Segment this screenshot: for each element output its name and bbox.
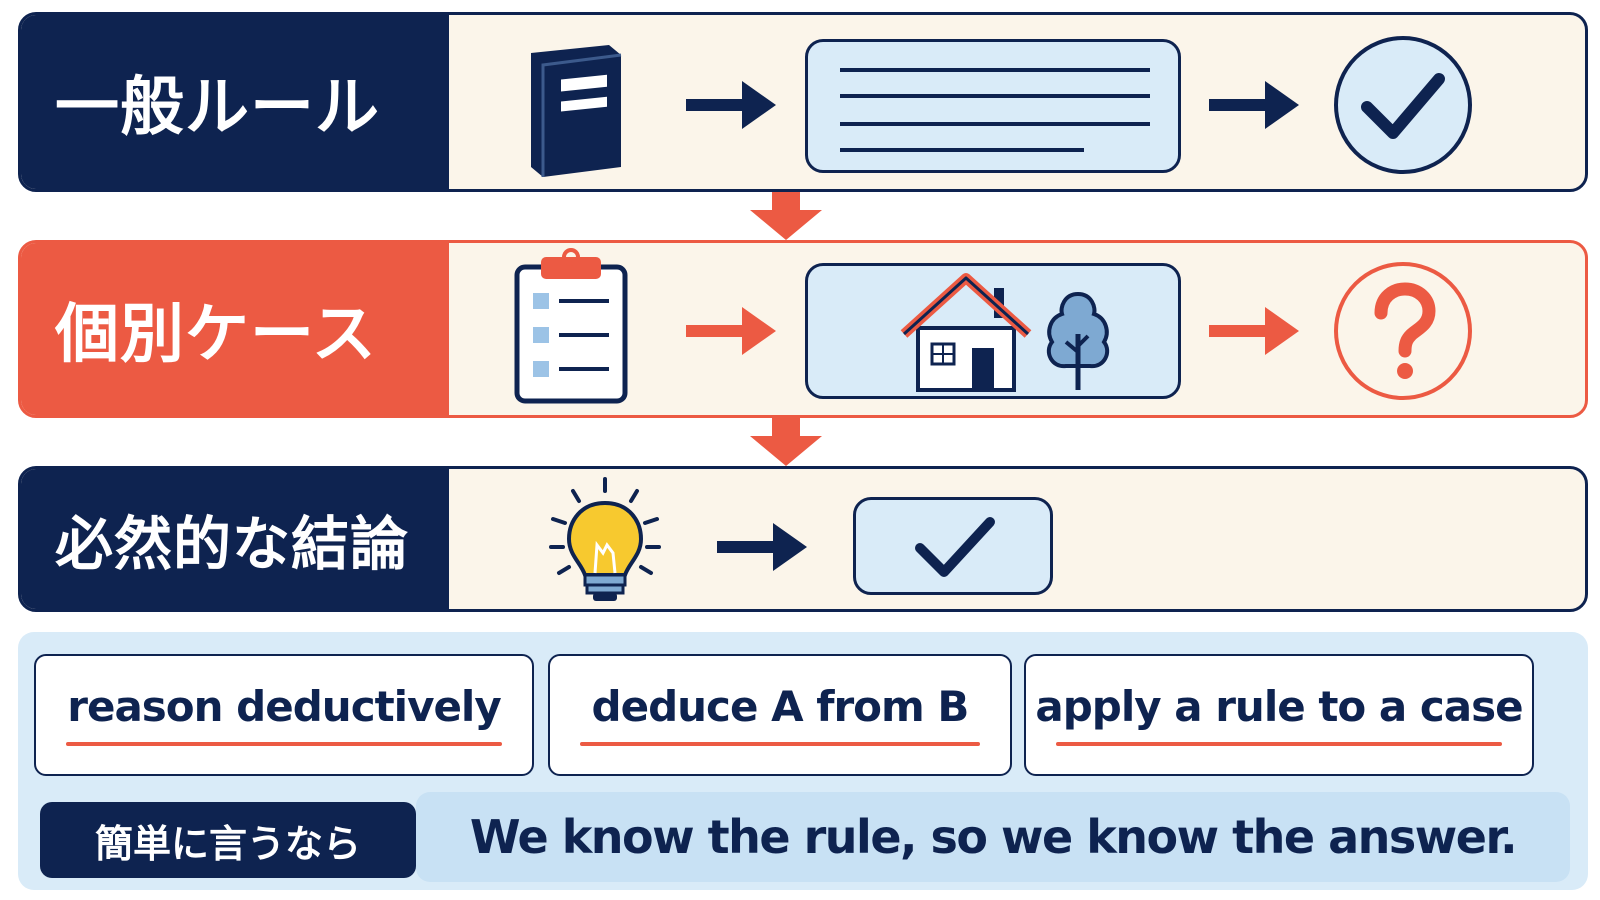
phrase-underline bbox=[580, 742, 980, 746]
clipboard-icon bbox=[514, 248, 628, 404]
arrow-right-icon bbox=[686, 307, 776, 355]
phrase-card-deduce-a-from-b: deduce A from B bbox=[548, 654, 1012, 776]
phrase-underline bbox=[1056, 742, 1502, 746]
book-icon bbox=[531, 45, 622, 177]
phrase-card-reason-deductively: reason deductively bbox=[34, 654, 534, 776]
row-label-specific-case: 個別ケース bbox=[21, 243, 449, 415]
row-general-rule: 一般ルール bbox=[18, 12, 1588, 192]
row-label-general-rule: 一般ルール bbox=[21, 15, 449, 189]
summary-sentence: We know the rule, so we know the answer. bbox=[416, 792, 1570, 882]
down-arrow-icon bbox=[750, 192, 822, 240]
row-label-necessary-conclusion: 必然的な結論 bbox=[21, 469, 449, 609]
phrase-text: deduce A from B bbox=[591, 681, 970, 731]
phrase-underline bbox=[66, 742, 502, 746]
checkmark-box-icon bbox=[853, 497, 1053, 595]
lightbulb-icon bbox=[549, 477, 661, 601]
summary-label: 簡単に言うなら bbox=[40, 802, 416, 878]
arrow-right-icon bbox=[686, 81, 776, 129]
arrow-right-icon bbox=[1209, 81, 1299, 129]
row-specific-case: 個別ケース bbox=[18, 240, 1588, 418]
question-mark-circle-icon bbox=[1334, 262, 1472, 400]
arrow-right-icon bbox=[717, 523, 807, 571]
row-necessary-conclusion: 必然的な結論 bbox=[18, 466, 1588, 612]
arrow-right-icon bbox=[1209, 307, 1299, 355]
phrase-text: reason deductively bbox=[67, 681, 501, 731]
text-lines-icon bbox=[840, 68, 1150, 152]
case-picture-box bbox=[805, 263, 1181, 399]
phrase-card-apply-a-rule: apply a rule to a case bbox=[1024, 654, 1534, 776]
checkmark-circle-icon bbox=[1334, 36, 1472, 174]
lined-text-box bbox=[805, 39, 1181, 173]
down-arrow-icon bbox=[750, 418, 822, 466]
vocabulary-panel: reason deductively deduce A from B apply… bbox=[18, 632, 1588, 890]
checkmark-icon bbox=[915, 517, 995, 577]
tree-icon bbox=[1046, 291, 1110, 390]
house-icon bbox=[900, 273, 1032, 392]
phrase-text: apply a rule to a case bbox=[1035, 681, 1523, 731]
